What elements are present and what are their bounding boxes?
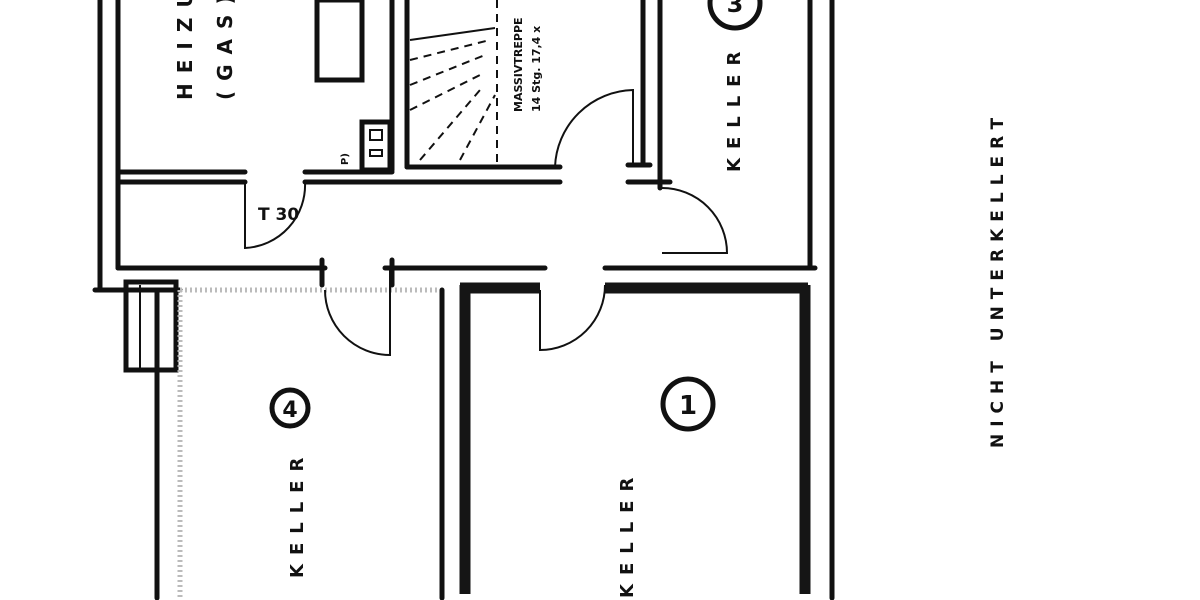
walls — [92, 0, 835, 600]
heizung-label: HEIZU — [173, 0, 197, 100]
small-label: P) — [340, 153, 351, 165]
svg-text:4: 4 — [282, 398, 297, 423]
outside-label: NICHT UNTERKELLERT — [988, 111, 1008, 448]
room-number-3: 3 — [707, 0, 763, 31]
labels: HEIZU (GAS) MASSIVTREPPE 14 Stg. 17,4 x … — [173, 0, 1008, 598]
doors — [244, 88, 729, 357]
fire-door-label: T 30 — [258, 205, 299, 225]
keller-3-label: KELLER — [724, 43, 745, 172]
svg-text:1: 1 — [679, 391, 697, 421]
keller-1-label: KELLER — [617, 469, 638, 598]
keller-4-label: KELLER — [287, 449, 308, 578]
heizung-gas-label: (GAS) — [213, 0, 237, 100]
room-number-1: 1 — [660, 376, 716, 432]
stair-label: MASSIVTREPPE — [512, 17, 525, 112]
stair-detail: 14 Stg. 17,4 x — [530, 26, 543, 112]
room-number-4: 4 — [269, 387, 311, 429]
svg-text:3: 3 — [727, 0, 744, 18]
